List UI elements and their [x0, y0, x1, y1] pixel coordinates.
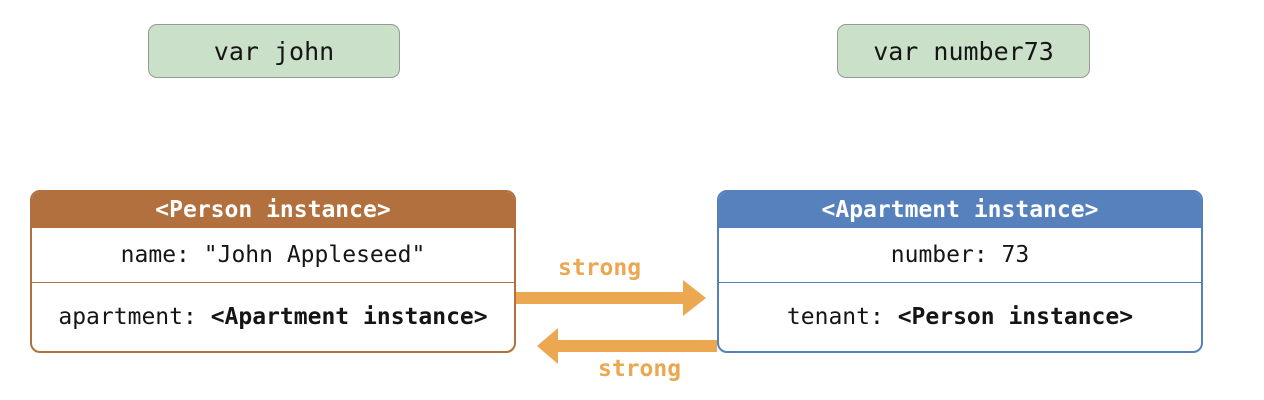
variable-number73-label: var number73 — [873, 36, 1054, 66]
apartment-number-text: number: 73 — [890, 242, 1030, 268]
person-instance-box: <Person instance> name: "John Appleseed"… — [30, 190, 516, 353]
person-instance-header: <Person instance> — [32, 192, 514, 228]
strong-arrow-right-icon — [516, 280, 706, 316]
person-name-text: name: "John Appleseed" — [120, 242, 426, 268]
person-apartment-property-label: apartment: — [58, 304, 211, 330]
person-apartment-property-value: <Apartment instance> — [210, 304, 488, 330]
variable-box-number73: var number73 — [837, 24, 1090, 78]
strong-label-apartment-to-person: strong — [598, 356, 682, 382]
variable-john-label: var john — [213, 36, 335, 66]
apartment-number-row: number: 73 — [719, 228, 1201, 283]
apartment-instance-header: <Apartment instance> — [719, 192, 1201, 228]
apartment-tenant-property-value: <Person instance> — [897, 304, 1134, 330]
apartment-instance-box: <Apartment instance> number: 73 tenant: … — [717, 190, 1203, 353]
person-name-row: name: "John Appleseed" — [32, 228, 514, 283]
strong-label-person-to-apartment: strong — [558, 255, 642, 281]
variable-box-john: var john — [148, 24, 400, 78]
apartment-tenant-property-label: tenant: — [786, 304, 898, 330]
person-apartment-row: apartment: <Apartment instance> — [32, 283, 514, 351]
apartment-tenant-row: tenant: <Person instance> — [719, 283, 1201, 351]
